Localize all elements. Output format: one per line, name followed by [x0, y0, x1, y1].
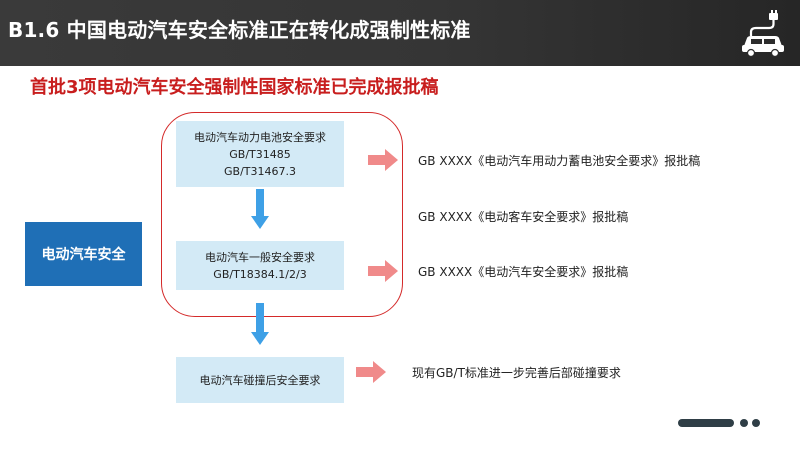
standard-box-battery: 电动汽车动力电池安全要求 GB/T31485 GB/T31467.3	[176, 121, 344, 187]
box-line: GB/T18384.1/2/3	[213, 267, 307, 281]
right-arrow-icon	[356, 361, 386, 383]
right-arrow-icon	[368, 149, 398, 171]
box-line: 电动汽车动力电池安全要求	[194, 130, 326, 144]
subtitle: 首批3项电动汽车安全强制性国家标准已完成报批稿	[30, 77, 439, 98]
ev-safety-label-box: 电动汽车安全	[25, 222, 142, 286]
outcome-ev-standard: GB XXXX《电动汽车安全要求》报批稿	[418, 265, 629, 279]
box-line: GB/T31485	[229, 147, 291, 161]
header-bar: B1.6 中国电动汽车安全标准正在转化成强制性标准	[0, 0, 800, 66]
standard-box-general: 电动汽车一般安全要求 GB/T18384.1/2/3	[176, 241, 344, 290]
slide-progress-dots	[678, 419, 760, 427]
outcome-battery-standard: GB XXXX《电动汽车用动力蓄电池安全要求》报批稿	[418, 154, 701, 168]
right-arrow-icon	[368, 260, 398, 282]
box-line: GB/T31467.3	[224, 164, 296, 178]
outcome-crash-improvement: 现有GB/T标准进一步完善后部碰撞要求	[412, 366, 621, 380]
box-line: 电动汽车一般安全要求	[205, 250, 315, 264]
outcome-bus-standard: GB XXXX《电动客车安全要求》报批稿	[418, 210, 629, 224]
down-arrow-icon	[251, 303, 269, 345]
page-title: B1.6 中国电动汽车安全标准正在转化成强制性标准	[8, 18, 471, 42]
down-arrow-icon	[251, 189, 269, 229]
standard-box-crash: 电动汽车碰撞后安全要求	[176, 357, 344, 403]
ev-charging-car-icon	[742, 10, 784, 58]
box-line: 电动汽车碰撞后安全要求	[199, 373, 321, 387]
rounded-group-frame	[161, 112, 403, 317]
